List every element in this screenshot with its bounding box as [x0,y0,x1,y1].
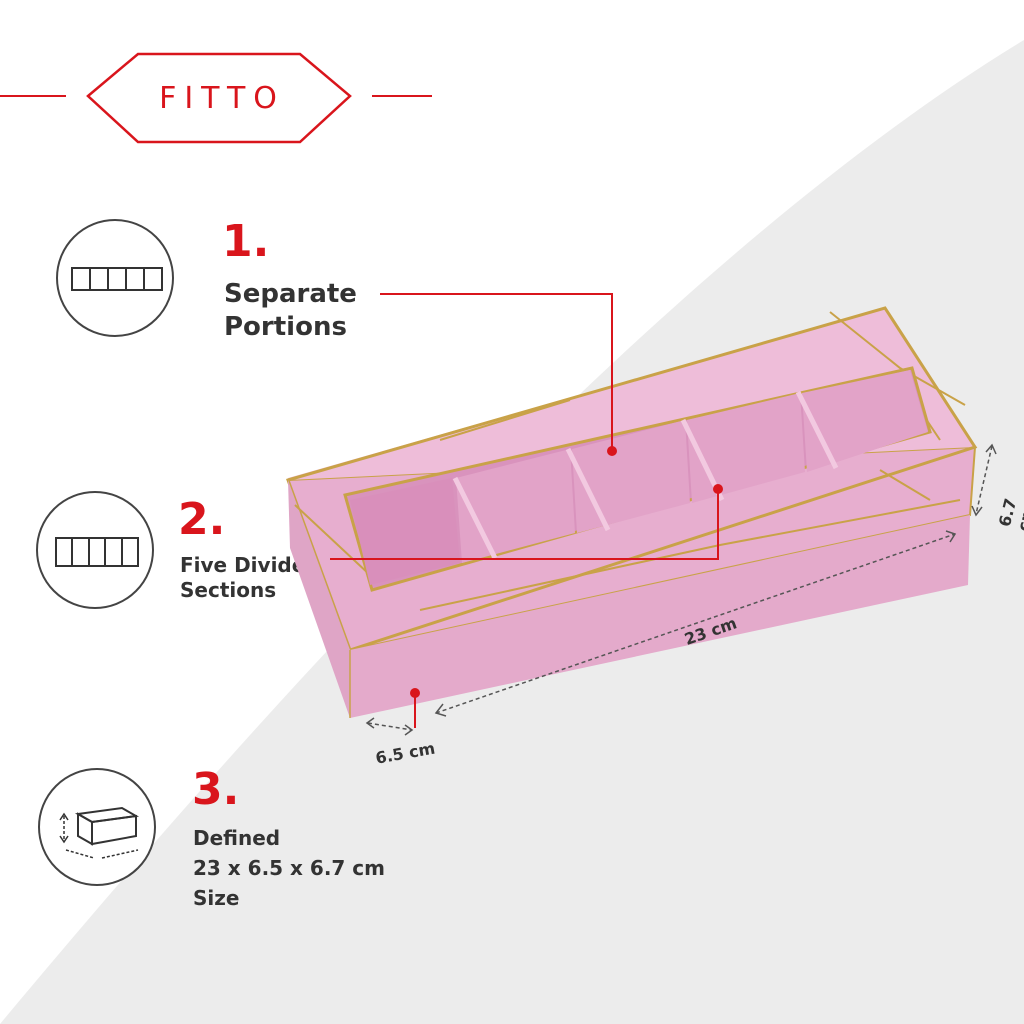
five-cell-tray-icon [71,267,163,291]
callout-dot-1 [607,446,617,456]
brand-logo-frame [86,52,352,144]
width-dimension-arrow [367,722,413,731]
five-sections-icon [55,537,139,567]
feature-2-icon-circle [36,491,154,609]
feature-3-label: Defined 23 x 6.5 x 6.7 cm Size [193,823,385,913]
feature-1-icon-circle [56,219,174,337]
box-left-side [288,480,350,718]
feature-2-line-2: Sections [180,578,277,602]
length-dimension-arrow [435,533,956,714]
feature-1-line-1: Separate [224,279,357,309]
height-dimension-arrow [975,445,993,515]
feature-3-number: 3. [192,764,240,815]
box-dimensions-icon [59,806,140,859]
callout-line-2 [330,489,719,560]
feature-2-number: 2. [178,494,226,545]
feature-3-line-2: 23 x 6.5 x 6.7 cm [193,856,386,880]
feature-3-icon-circle [38,768,156,886]
brand-name: FITTO [159,80,285,116]
box-front-side [350,515,970,718]
brand-line-right [372,95,432,97]
callout-line-1 [380,293,613,450]
feature-1-line-2: Portions [224,311,347,342]
callout-dot-2 [713,484,723,494]
feature-3-line-1: Defined [193,826,281,850]
brand-line-left [0,95,66,97]
feature-3-line-3: Size [193,886,240,910]
callout-dot-3 [410,688,420,698]
feature-1-number: 1. [222,216,270,267]
feature-1-label: Separate Portions [224,278,357,343]
